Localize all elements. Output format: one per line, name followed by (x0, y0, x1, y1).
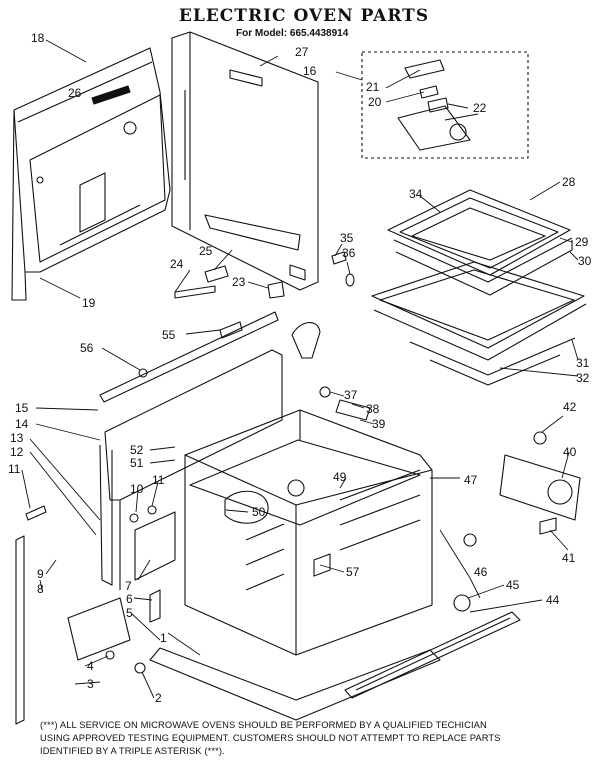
callout-2: 2 (155, 691, 162, 705)
callout-7: 7 (125, 579, 132, 593)
element-assembly-box (361, 51, 529, 159)
callout-56: 56 (80, 341, 94, 355)
callout-41: 41 (562, 551, 576, 565)
callout-9: 9 (37, 567, 44, 581)
callout-34: 34 (409, 187, 423, 201)
callout-labels: 18 26 19 27 16 21 20 22 34 28 29 30 31 3… (8, 31, 592, 705)
callout-33: 32 (576, 371, 590, 385)
service-warning-note: (***) ALL SERVICE ON MICROWAVE OVENS SHO… (40, 718, 600, 757)
control-knob-drawing (453, 431, 581, 612)
callout-27: 26 (68, 86, 82, 100)
callout-49: 49 (333, 470, 347, 484)
callout-35: 35 (340, 231, 354, 245)
callout-47: 47 (464, 473, 478, 487)
callout-26: 25 (199, 244, 213, 258)
callout-45: 45 (506, 578, 520, 592)
callout-12: 11 (8, 462, 21, 476)
callout-25: 24 (170, 257, 184, 271)
callout-6: 6 (126, 592, 133, 606)
callout-42: 42 (563, 400, 577, 414)
callout-5: 5 (126, 606, 133, 620)
callout-21: 20 (368, 95, 382, 109)
rear-panel-drawing (171, 31, 319, 291)
footnote-line-2: USING APPROVED TESTING EQUIPMENT. CUSTOM… (40, 732, 501, 743)
callout-51: 51 (130, 456, 144, 470)
footnote-line-3: IDENTIFIED BY A TRIPLE ASTERISK (***). (40, 745, 225, 756)
callout-11: 11 (152, 473, 165, 487)
callout-23: 22 (473, 101, 487, 115)
model-subtitle: For Model: 665.4438914 (236, 28, 349, 39)
misc-parts-drawing (129, 251, 371, 523)
callout-30: 29 (575, 235, 589, 249)
callout-40: 40 (563, 445, 577, 459)
callout-46: 46 (474, 565, 488, 579)
callout-52: 52 (130, 443, 144, 457)
callout-32: 31 (576, 356, 590, 370)
callout-39: 39 (372, 417, 386, 431)
oven-racks-drawing (371, 189, 587, 386)
callout-28: 27 (295, 45, 309, 59)
callout-37: 37 (344, 388, 358, 402)
callout-14: 13 (10, 431, 24, 445)
callout-20: 19 (82, 296, 96, 310)
callout-36: 36 (342, 246, 356, 260)
callout-31: 30 (578, 254, 592, 268)
page-title: ELECTRIC OVEN PARTS (178, 6, 430, 26)
callout-1: 1 (160, 631, 167, 645)
callout-50: 50 (252, 505, 266, 519)
callout-10: 10 (130, 482, 144, 496)
callout-16: 15 (15, 401, 29, 415)
oven-cavity-drawing (184, 409, 433, 656)
leader-lines (21, 39, 579, 699)
callout-38: 38 (366, 402, 380, 416)
side-panel-drawing (11, 47, 171, 301)
callout-3: 3 (87, 677, 94, 691)
callout-8: 8 (37, 582, 44, 596)
callout-55: 55 (162, 328, 176, 342)
callout-4: 4 (87, 659, 94, 673)
callout-24: 23 (232, 275, 246, 289)
footnote-line-1: (***) ALL SERVICE ON MICROWAVE OVENS SHO… (40, 719, 487, 730)
callout-57: 57 (346, 565, 360, 579)
left-trim-drawing (15, 505, 47, 725)
front-frame-drawing (99, 311, 283, 623)
callout-29: 28 (562, 175, 576, 189)
callout-44: 44 (546, 593, 560, 607)
callout-13: 12 (10, 445, 24, 459)
callout-15: 14 (15, 417, 29, 431)
callout-22: 21 (366, 80, 380, 94)
callout-19: 18 (31, 31, 45, 45)
callout-18: 16 (303, 64, 317, 78)
base-drawing (67, 597, 521, 721)
